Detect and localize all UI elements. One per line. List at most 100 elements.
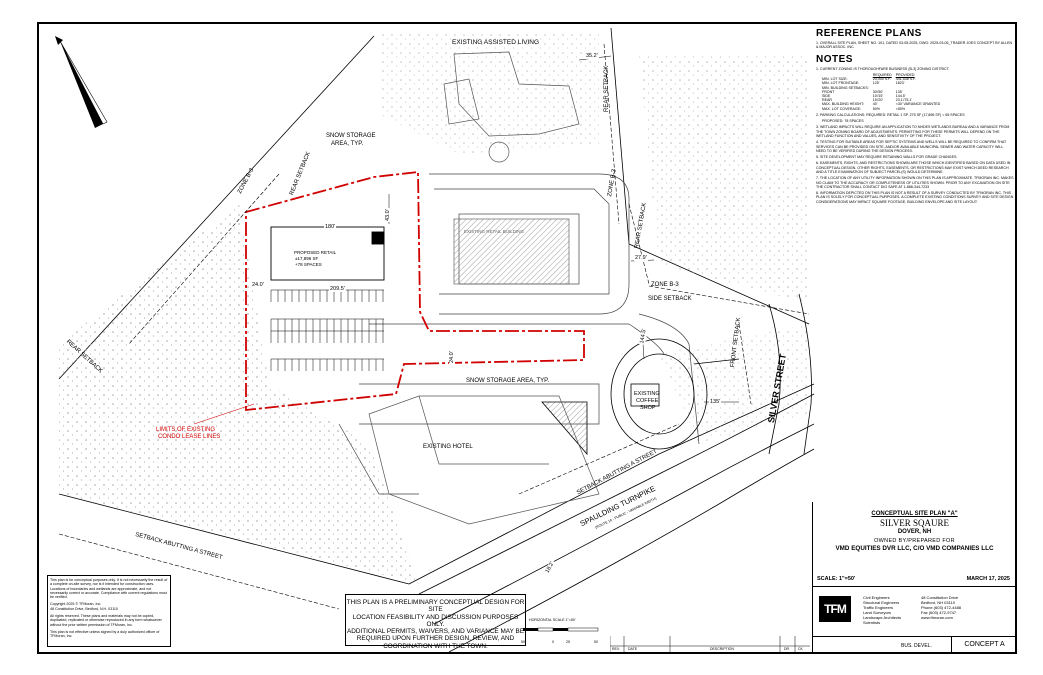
sheet-number: CONCEPT A [951,636,1015,652]
copyright-disclaimer: This plan is for conceptual purposes onl… [47,575,171,647]
spaulding-turnpike [418,393,815,652]
discipline-1: Structural Engineers [863,600,900,605]
note-4: 4. TESTING FOR SUITABLE AREAS FOR SEPTIC… [816,140,1007,153]
label-limits-1: LIMITS OF EXISTING [156,427,216,433]
zoning-cell: <50% [895,106,906,111]
owned-by-label: OWNED BY/PREPARED FOR [874,538,955,544]
label-coffee-3: SHOP [640,405,656,411]
dim-209: 209.5' [329,286,346,292]
notice-line-5: COORDINATION WITH THE TOWN. [383,642,488,650]
disclaimer-p2: Copyright 2025 © TFMoran, Inc. [50,602,102,607]
project-name: SILVER SQAURE [880,518,949,528]
zoning-cell: MAX. BUILDING HEIGHT: [822,102,864,107]
notice-line-1: THIS PLAN IS A PRELIMINARY CONCEPTUAL DE… [346,599,525,614]
scale-tick-2: 25 [566,640,570,644]
label-coffee-2: COFFEE [636,398,659,404]
firm-address: 48 Constitution Drive Bedford, NH 03110 … [921,595,961,620]
notice-line-2: LOCATION FEASIBILITY AND DISCUSSION PURP… [352,613,519,628]
zoning-cell: FRONT [822,89,835,94]
preliminary-design-notice: THIS PLAN IS A PRELIMINARY CONCEPTUAL DE… [345,594,526,650]
zoning-cell: 1823' [895,81,905,86]
zoning-cell: 15'/20' [872,98,884,103]
lease-line-leader [193,403,255,425]
zoning-cell: MIN. BUILDING SETBACKS: [822,85,869,90]
site-plan-drawing [58,27,815,652]
zoning-cell: SIDE [822,93,831,98]
dim-27-9: 27.9' [634,255,648,261]
revision-table: REV. DATE DESCRIPTION DR CK [609,636,810,652]
coffee-shop-site [610,338,740,450]
zoning-cell: 23.1'/75.1' [895,98,913,103]
zoning-cell: 125' [872,81,880,86]
label-proposed-retail-sf: ±17,896 SF [295,256,319,261]
title-block: CONCEPTUAL SITE PLAN "A" SILVER SQAURE D… [812,502,1015,652]
zoning-cell: <30' VARIANCE GRANTED [895,102,941,107]
zoning-header-cell: PROVIDED [895,72,915,77]
owner-name: VMD EQUITIES DVR LLC, C/O VMD COMPANIES … [835,545,994,552]
discipline-4: Landscape Architects [863,615,902,620]
zoning-cell: 20,000 S.F. [872,77,891,82]
north-arrow-icon [55,36,108,128]
label-snow-storage-1b: AREA, TYP. [331,141,364,147]
discipline-3: Land Surveyors [863,610,892,615]
disclaimer-p5: This plan is not effective unless signed… [50,629,160,639]
dim-35-2: 35.2' [585,53,599,59]
discipline-2: Traffic Engineers [863,605,894,610]
label-coffee-1: EXISTING [634,391,660,397]
zoning-row: MAX. BUILDING HEIGHT:40'<30' VARIANCE GR… [822,102,944,106]
note-7: 7. THE LOCATION OF ANY UTILITY INFORMATI… [816,176,1014,189]
plan-date: MARCH 17, 2025 [966,576,1010,582]
zoning-cell: 144.5' [895,93,906,98]
note-5: 5. SITE DEVELOPMENT MAY REQUIRE RETAININ… [816,155,958,160]
label-snow-storage-2: SNOW STORAGE AREA, TYP. [466,378,550,384]
zoning-cell: 30'/50' [872,89,884,94]
zoning-cell: REAR [822,98,832,103]
drawing-sheet: EXISTING ASSISTED LIVING SNOW STORAGE AR… [37,22,1017,654]
label-proposed-retail-spaces: +78 SPACES [295,262,322,267]
zoning-cell: MAX. LOT COVERAGE: [822,106,862,111]
silver-street [768,293,812,455]
project-town: DOVER, NH [897,529,932,535]
address-4: www.tfmoran.com [921,615,953,620]
dim-43: 43.0' [385,208,391,222]
hotel-building [368,395,600,525]
snow-storage-hatch [541,401,588,456]
notice-line-3: ADDITIONAL PERMITS, WAIVERS, AND VARIANC… [346,628,525,636]
zoning-header-cell: REQUIRED [872,72,892,77]
notice-line-4: REQUIRED UPON FURTHER DESIGN, REVIEW, AN… [356,635,515,643]
rev-col-description: DESCRIPTION [710,647,734,651]
address-3: Fax (603) 472-9747 [921,610,957,615]
address-2: Phone (603) 472-4488 [921,605,962,610]
zoning-row: MIN. LOT SIZE: 20,000 S.F. 441,536 S.F. [822,77,944,81]
label-side-setback: SIDE SETBACK [648,296,692,302]
zoning-cell: MIN. LOT FRONTAGE: [822,81,860,86]
reference-plan-item: 1. OVERALL SITE PLAN, SHEET NO. 101, DAT… [816,41,1013,50]
plan-scale: SCALE: 1"=50' [817,576,856,582]
rev-col-ck: CK [798,647,803,651]
rev-col-dr: DR [784,647,790,651]
zoning-cell: 135' [895,89,903,94]
zoning-row: SIDE 10'/15' 144.5' [822,94,944,98]
proposed-retail-building [270,226,385,281]
scale-tick-0: 50 [521,640,525,644]
disclaimer-p4: All rights reserved. These plans and mat… [50,614,162,627]
label-zone-b3-3: ZONE B-3 [651,282,679,288]
zoning-cell: 441,536 S.F. [895,77,916,82]
scale-bar-graphic [523,627,599,632]
plan-title: CONCEPTUAL SITE PLAN "A" [871,511,958,517]
label-assisted-living: EXISTING ASSISTED LIVING [452,39,540,46]
dim-135: 135' [709,399,722,405]
zoning-cell: 10'/15' [872,93,884,98]
label-existing-hotel: EXISTING HOTEL [423,444,473,450]
scale-bar-label: HORIZONTAL SCALE 1"=50' [529,618,576,622]
dim-24-0: 24.0' [251,282,265,288]
bus-devel-label: BUS. DEVEL. [901,643,932,649]
notes-panel: REFERENCE PLANS 1. OVERALL SITE PLAN, SH… [816,28,1014,204]
zoning-cell: MIN. LOT SIZE: [822,77,848,82]
rev-col-date: DATE [628,647,638,651]
assisted-living-building [443,51,580,163]
label-proposed-retail: PROPOSED RETAIL [294,250,337,255]
dim-180: 180' [324,224,337,230]
